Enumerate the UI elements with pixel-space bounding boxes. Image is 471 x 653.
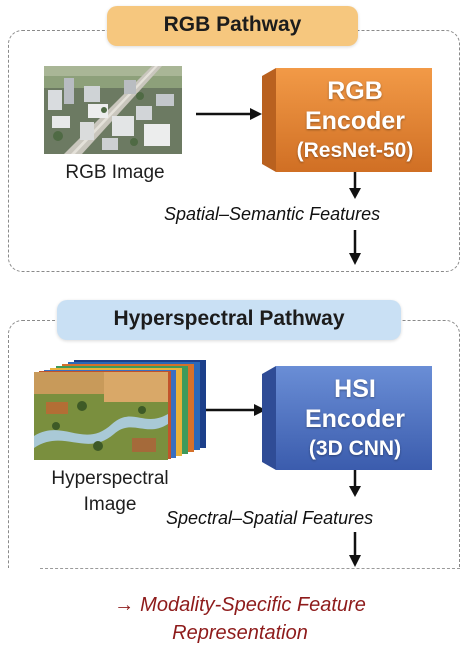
hsi-image-to-encoder-arrow	[206, 404, 266, 416]
rgb-encoder-name: RGB	[327, 77, 383, 105]
rgb-image-to-encoder-arrow	[196, 108, 262, 120]
hsi-encoder-word: Encoder	[304, 405, 406, 433]
bottom-separator	[40, 568, 460, 569]
hsi-encoder-name: HSI	[334, 375, 376, 403]
hsi-image-label-line2: Image	[83, 494, 137, 515]
rgb-encoder-model: (ResNet-50)	[296, 139, 414, 162]
hsi-encoder-to-features-arrow	[349, 470, 361, 497]
hsi-output-arrow	[349, 532, 361, 567]
hyperspectral-cube-image	[34, 360, 206, 460]
hsi-image-label-line1: Hyperspectral	[51, 468, 169, 489]
rgb-encoder-word: Encoder	[304, 107, 406, 135]
footer-arrow-icon: →	[114, 594, 135, 616]
rgb-pathway-title: RGB Pathway	[107, 6, 358, 46]
footer-caption-line2: Representation	[172, 622, 308, 644]
footer-caption: →Modality-Specific Feature	[60, 594, 420, 617]
hsi-features-label: Spectral–Spatial Features	[166, 508, 374, 528]
hsi-encoder-block: HSI Encoder (3D CNN)	[262, 364, 434, 470]
footer-caption-line1: Modality-Specific Feature	[140, 594, 366, 616]
rgb-encoder-to-features-arrow	[349, 172, 361, 199]
hsi-pathway-title: Hyperspectral Pathway	[57, 300, 401, 340]
rgb-image-label: RGB Image	[65, 162, 165, 183]
hsi-encoder-model: (3D CNN)	[308, 437, 402, 460]
rgb-encoder-block: RGB Encoder (ResNet-50)	[262, 66, 434, 172]
rgb-output-arrow	[349, 230, 361, 265]
rgb-features-label: Spatial–Semantic Features	[164, 204, 381, 224]
rgb-image	[44, 66, 182, 154]
